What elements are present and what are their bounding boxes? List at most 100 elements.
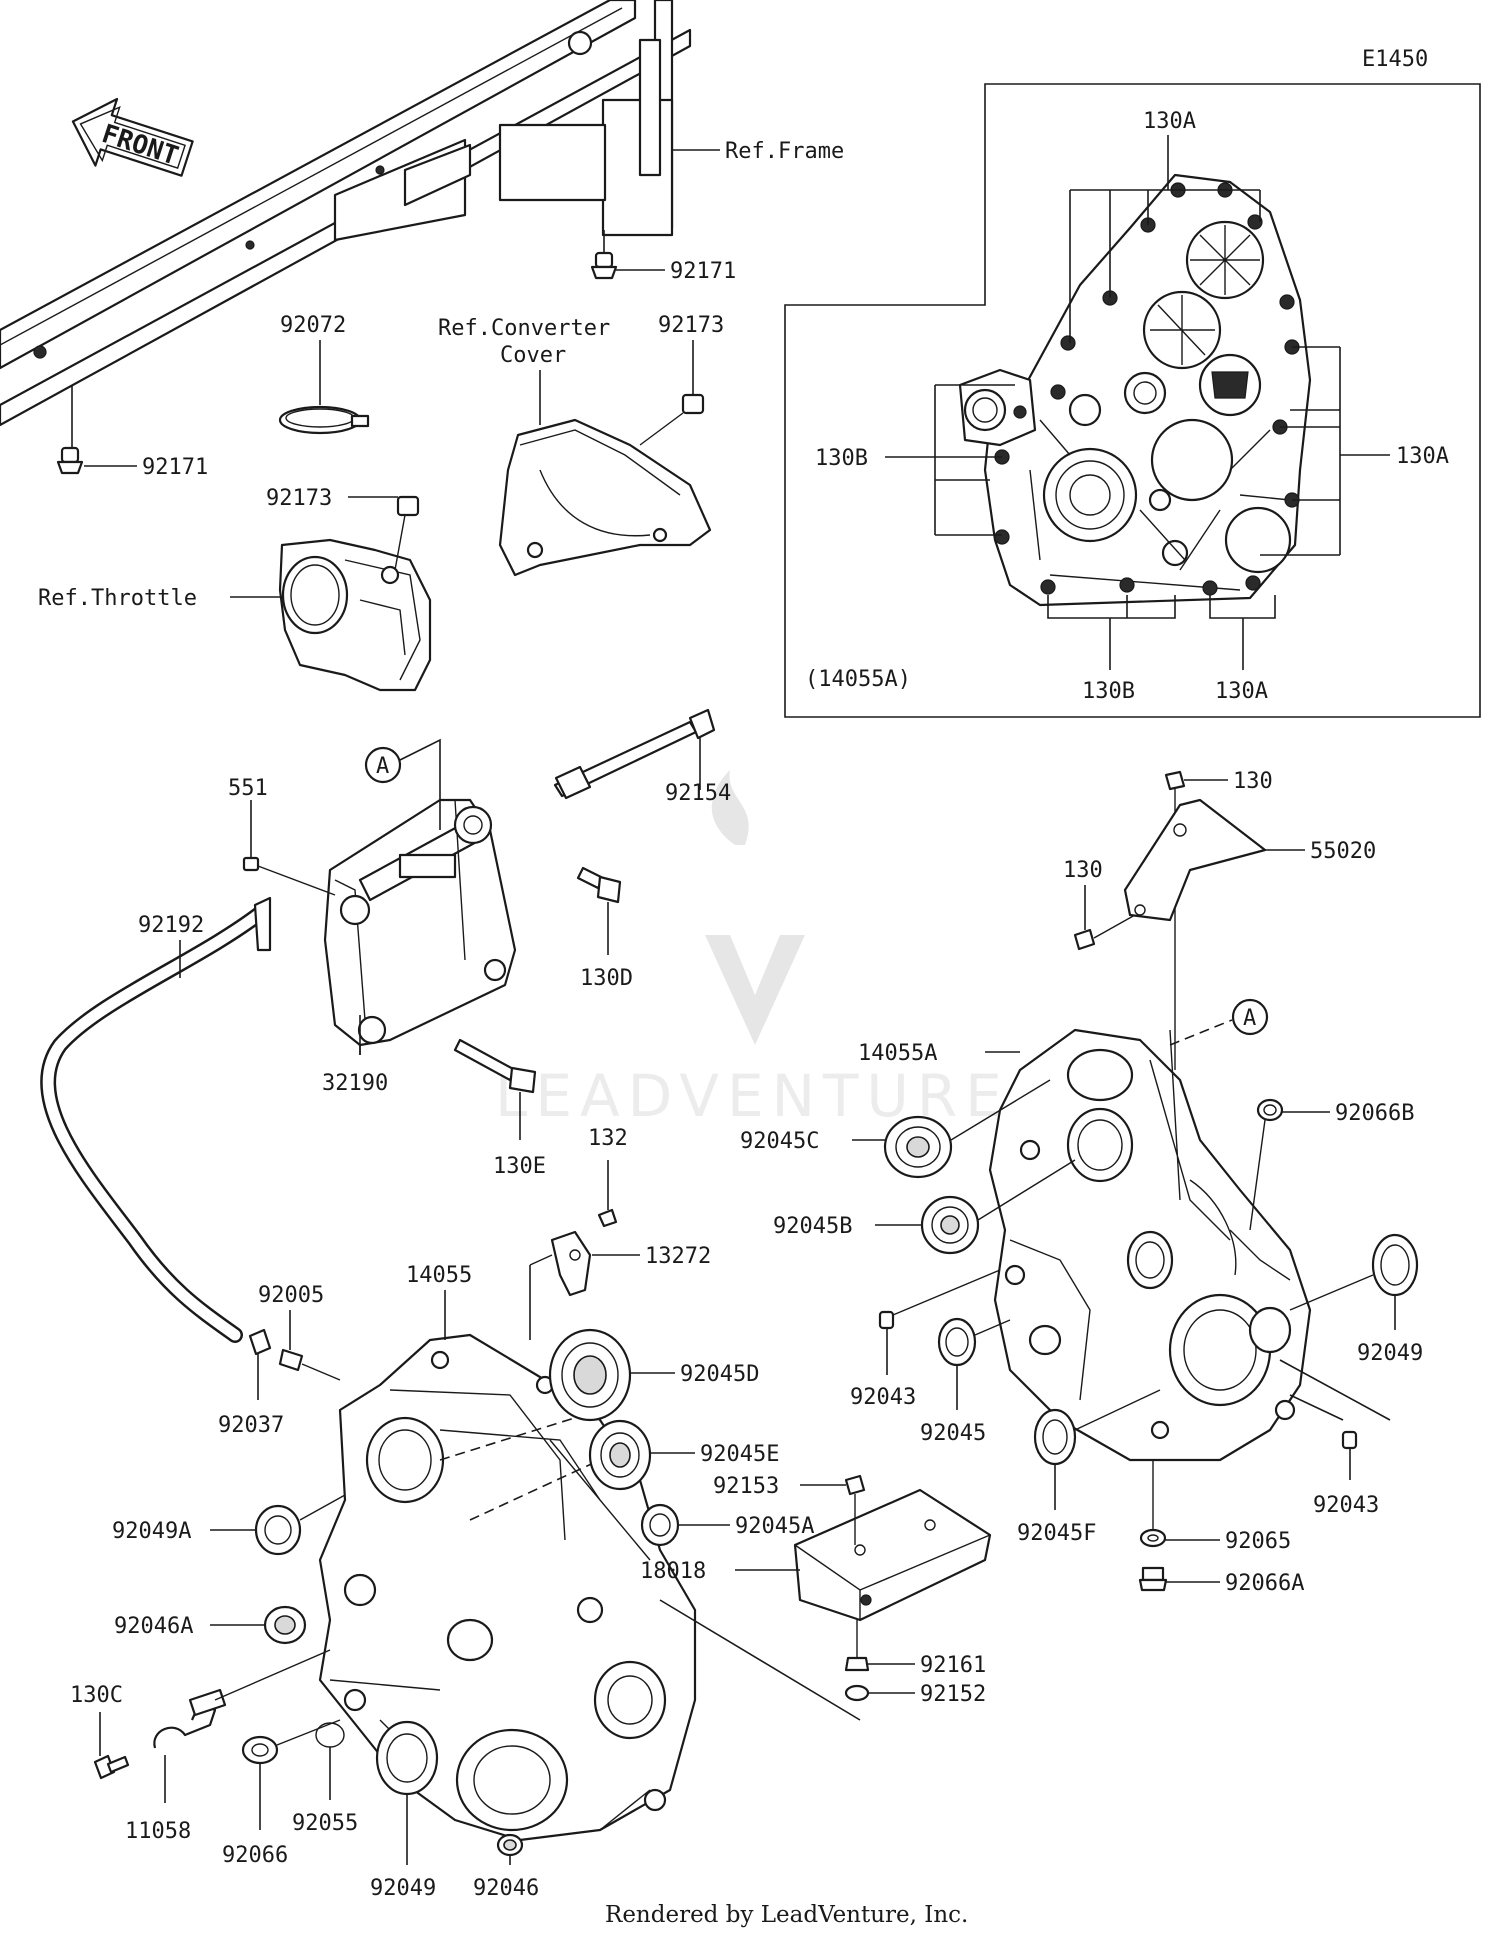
label-92066: 92066 xyxy=(222,1843,288,1868)
label-92055: 92055 xyxy=(292,1811,358,1836)
label-32190: 32190 xyxy=(322,1071,388,1096)
label-92171-left: 92171 xyxy=(142,455,208,480)
inset-leaders: 130A 130A 130B 130B 130A xyxy=(815,109,1449,704)
label-92049-right: 92049 xyxy=(1357,1341,1423,1366)
label-ref-throttle: Ref.Throttle xyxy=(38,586,197,611)
label-92066A: 92066A xyxy=(1225,1571,1304,1596)
label-130E: 130E xyxy=(493,1154,546,1179)
label-130C: 130C xyxy=(70,1683,123,1708)
label-92045B: 92045B xyxy=(773,1214,852,1239)
label-92045C: 92045C xyxy=(740,1129,819,1154)
washer-92065: 92065 xyxy=(1139,1460,1291,1554)
bearing-92046A: 92046A xyxy=(114,1605,307,1645)
label-92045F: 92045F xyxy=(1017,1521,1096,1546)
callout-A-label-top: A xyxy=(376,754,389,779)
label-92045-right: 92045 xyxy=(920,1421,986,1446)
bolt-92154: 92154 xyxy=(553,708,731,806)
washer-92066: 92066 xyxy=(222,1719,341,1868)
label-92049A: 92049A xyxy=(112,1519,191,1544)
washer-92152: 92152 xyxy=(659,1599,986,1721)
label-14055: 14055 xyxy=(406,1263,472,1288)
label-92072: 92072 xyxy=(280,313,346,338)
label-55020: 55020 xyxy=(1310,839,1376,864)
bolt-130E: 130E xyxy=(453,1038,546,1179)
bearing-92045C: 92045C xyxy=(740,1079,1051,1179)
bearing-92046: 92046 xyxy=(473,1833,539,1901)
seal-92049-right: 92049 xyxy=(1289,1233,1423,1366)
label-92045E: 92045E xyxy=(700,1442,779,1467)
label-130D: 130D xyxy=(580,966,633,991)
diagram-code: E1450 xyxy=(1362,47,1428,72)
ref-frame-label: Ref.Frame xyxy=(725,139,844,164)
front-arrow: FRONT xyxy=(71,97,194,177)
bracket-32190 xyxy=(323,798,517,1047)
label-92065: 92065 xyxy=(1225,1529,1291,1554)
label-92161: 92161 xyxy=(920,1653,986,1678)
ref-throttle-callout: Ref.Throttle xyxy=(38,586,282,611)
label-92046: 92046 xyxy=(473,1876,539,1901)
bolt-130-mid: 130 xyxy=(1063,858,1136,951)
bolt-130C: 130C xyxy=(70,1683,130,1780)
frame-rails xyxy=(0,0,692,427)
seal-92066B: 92066B xyxy=(1249,1098,1414,1231)
watermark-logo: LEADVENTURE xyxy=(495,770,1002,1130)
label-92173-left: 92173 xyxy=(266,486,332,511)
label-92192: 92192 xyxy=(138,913,204,938)
crankcase-left-callouts: 14055 xyxy=(406,1263,472,1340)
label-92154: 92154 xyxy=(665,781,731,806)
seal-92045F: 92045F xyxy=(1017,1389,1161,1546)
label-92043-right: 92043 xyxy=(1313,1493,1379,1518)
bolt-132: 132 xyxy=(588,1126,628,1228)
label-92049: 92049 xyxy=(370,1876,436,1901)
inset-crankcase xyxy=(958,173,1312,607)
fitting-92005: 92005 xyxy=(258,1283,341,1381)
label-92173-top: 92173 xyxy=(658,313,724,338)
clip-92171-top: 92171 xyxy=(590,230,736,284)
seal-92049: 92049 xyxy=(370,1720,439,1901)
clamp-11058: 11058 xyxy=(125,1649,331,1844)
bolt-92153: 92153 xyxy=(713,1474,866,1545)
label-18018: 18018 xyxy=(640,1559,706,1584)
bearing-92045A: 92045A xyxy=(640,1503,814,1547)
label-92037: 92037 xyxy=(218,1413,284,1438)
label-92005: 92005 xyxy=(258,1283,324,1308)
crankcase-right-14055A: 14055A xyxy=(858,1028,1312,1462)
label-ref-converter: Ref.Converter xyxy=(438,316,610,341)
plate-13272: 13272 xyxy=(529,1230,711,1340)
inset-box: E1450 (14055A) xyxy=(784,47,1481,718)
inset-label-130B-left: 130B xyxy=(815,446,868,471)
clamp-92037: 92037 xyxy=(218,1328,284,1438)
seal-92045-right: 92045 xyxy=(920,1317,1011,1446)
inset-label-130A-top: 130A xyxy=(1143,109,1196,134)
callout-A-top: A xyxy=(364,738,441,830)
oring-92055: 92055 xyxy=(292,1722,358,1836)
plug-92066A: 92066A xyxy=(1138,1566,1304,1596)
converter-cover: Ref.Converter Cover xyxy=(438,316,712,577)
label-14055A: 14055A xyxy=(858,1041,937,1066)
label-92152: 92152 xyxy=(920,1682,986,1707)
clip-92171-left: 92171 xyxy=(56,385,208,480)
label-92066B: 92066B xyxy=(1335,1101,1414,1126)
bearing-92045D: 92045D xyxy=(548,1328,759,1422)
clip-92173-left: 92173 xyxy=(266,486,420,571)
label-551: 551 xyxy=(228,776,268,801)
plate-55020: 55020 xyxy=(1123,798,1376,922)
label-130-top: 130 xyxy=(1233,769,1273,794)
pin-92043-right: 92043 xyxy=(1279,1359,1391,1518)
label-11058: 11058 xyxy=(125,1819,191,1844)
callout-A-right: A xyxy=(1169,998,1269,1046)
throttle-body xyxy=(278,538,432,692)
hose-92192: 92192 xyxy=(40,896,272,1343)
pin-92043-left: 92043 xyxy=(850,1269,1001,1410)
nut-92161: 92161 xyxy=(844,1620,986,1678)
callout-A-label-right: A xyxy=(1243,1006,1256,1031)
credit-line: Rendered by LeadVenture, Inc. xyxy=(605,1902,968,1928)
bearing-92045E: 92045E xyxy=(588,1419,779,1491)
label-130-mid: 130 xyxy=(1063,858,1103,883)
ref-frame-callout: Ref.Frame xyxy=(672,139,844,164)
inset-note: (14055A) xyxy=(805,667,911,692)
label-132: 132 xyxy=(588,1126,628,1151)
pin-551: 551 xyxy=(228,776,336,896)
label-92153: 92153 xyxy=(713,1474,779,1499)
